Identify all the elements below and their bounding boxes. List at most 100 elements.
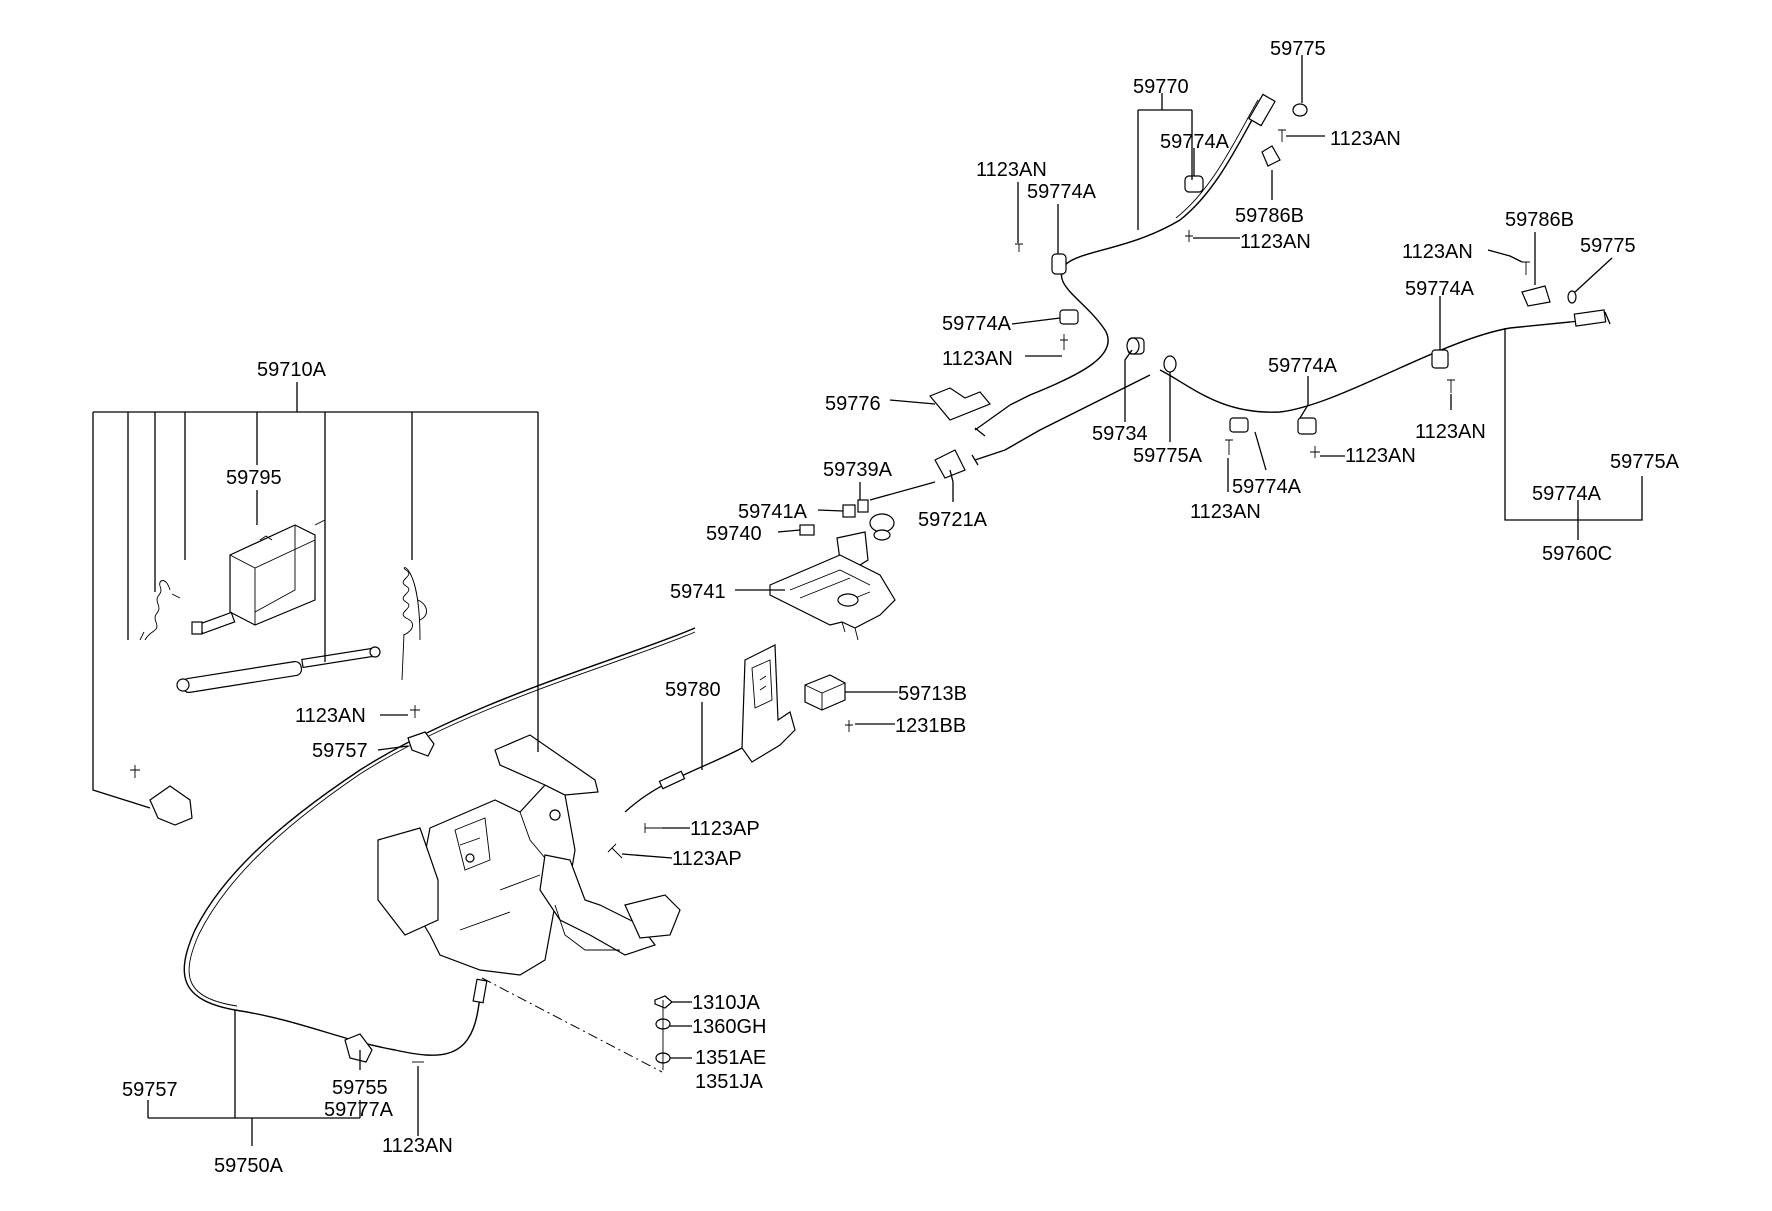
label-59770: 59770 <box>1133 76 1189 98</box>
base-plate-59741 <box>769 554 896 629</box>
label-59780: 59780 <box>665 679 721 701</box>
lever-cable <box>183 627 696 1056</box>
label-1231BB: 1231BB <box>895 715 966 737</box>
label-1351JA: 1351JA <box>695 1071 763 1093</box>
label-59710A: 59710A <box>257 359 327 381</box>
label-59741A: 59741A <box>738 501 808 523</box>
label-59734: 59734 <box>1092 423 1148 445</box>
label-1123AN-center-right: 1123AN <box>1345 445 1416 467</box>
clamp-1 <box>1184 175 1204 193</box>
front-cable-inner <box>1175 99 1259 219</box>
center-cable-rod <box>971 449 1006 466</box>
label-1310JA: 1310JA <box>692 992 760 1014</box>
label-1123AN-left: 1123AN <box>295 705 366 727</box>
label-59775A-center: 59775A <box>1133 445 1203 467</box>
rear-cable <box>1159 321 1571 413</box>
spring-right <box>402 567 421 641</box>
rod-59780 <box>624 747 743 813</box>
clamp-6 <box>1297 417 1317 435</box>
label-59776: 59776 <box>825 393 881 415</box>
label-1123AN-left-top: 1123AN <box>976 159 1047 181</box>
label-59774A-left-top: 59774A <box>1027 181 1097 203</box>
pedal-side-plate <box>377 827 439 936</box>
front-adjuster <box>1248 93 1276 127</box>
label-59775A-right: 59775A <box>1610 451 1680 473</box>
label-59760C: 59760C <box>1542 543 1612 565</box>
clamp-7 <box>1431 349 1449 369</box>
washer-top <box>1292 103 1308 117</box>
label-59739A: 59739A <box>823 459 893 481</box>
pedal-top-bracket <box>494 734 599 796</box>
clamp-5 <box>1229 417 1249 433</box>
hardware-stack <box>654 995 673 1070</box>
label-59774A-left-mid: 59774A <box>942 313 1012 335</box>
label-1123AN-middle: 1123AN <box>1240 231 1311 253</box>
spring-left <box>144 580 171 641</box>
label-59775-right: 59775 <box>1580 235 1636 257</box>
label-59777A: 59777A <box>324 1099 394 1121</box>
label-59713B: 59713B <box>898 683 967 705</box>
lever-cable-inner <box>188 631 696 1007</box>
grommet <box>869 513 895 533</box>
rod-59739A <box>869 481 936 501</box>
module-59795 <box>229 524 316 626</box>
label-1123AP-b: 1123AP <box>672 848 742 870</box>
bolt-1123AP-a <box>644 823 662 833</box>
gas-strut-rod <box>301 647 373 669</box>
front-cable-rod <box>974 404 1011 437</box>
bracket-59721A <box>934 449 966 479</box>
label-1123AN-bottom-center: 1123AN <box>1190 501 1261 523</box>
label-59774A-far-right: 59774A <box>1532 483 1602 505</box>
label-59740: 59740 <box>706 523 762 545</box>
gas-strut-body <box>181 660 303 694</box>
label-59750A: 59750A <box>214 1155 284 1177</box>
label-1123AN-bottom: 1123AN <box>382 1135 453 1157</box>
label-59774A-top: 59774A <box>1160 131 1230 153</box>
washer-right <box>1567 290 1577 304</box>
label-59774A-bottom-center: 59774A <box>1232 476 1302 498</box>
label-59755: 59755 <box>332 1077 388 1099</box>
rear-adjuster <box>1573 309 1607 327</box>
pedal-pad <box>624 894 681 939</box>
clip-right <box>1521 285 1551 307</box>
label-1123AN-far-right: 1123AN <box>1415 421 1486 443</box>
leader-lines <box>92 55 1643 1146</box>
label-59795: 59795 <box>226 467 282 489</box>
label-1123AN-left-mid: 1123AN <box>942 348 1013 370</box>
label-1123AN-top-right: 1123AN <box>1330 128 1401 150</box>
center-cable <box>1004 374 1151 451</box>
label-59774A-center: 59774A <box>1268 355 1338 377</box>
label-59741: 59741 <box>670 581 726 603</box>
clip-top <box>1261 145 1281 167</box>
part-labels: 59775 59770 59774A 1123AN 1123AN 59774A … <box>122 38 1680 1177</box>
bracket-bottom-left <box>149 785 193 826</box>
label-59757-bottom: 59757 <box>122 1079 178 1101</box>
pedal-arm <box>539 854 656 956</box>
label-59786B-right: 59786B <box>1505 209 1574 231</box>
fitting-59734 <box>1126 337 1140 355</box>
switch-59713B <box>804 674 846 711</box>
bolt-group <box>1015 129 1530 458</box>
label-1360GH: 1360GH <box>692 1016 767 1038</box>
label-59721A: 59721A <box>918 509 988 531</box>
bracket-59776 <box>929 387 991 421</box>
bolt-1123AP-b <box>607 843 623 859</box>
part-59741A <box>842 504 856 518</box>
label-59775-top: 59775 <box>1270 38 1326 60</box>
clip-59755 <box>344 1033 373 1063</box>
clamp-2 <box>1051 253 1067 275</box>
label-1351AE: 1351AE <box>695 1047 766 1069</box>
part-shapes <box>130 93 1607 1073</box>
clamp-3 <box>1059 309 1079 325</box>
clip-59757-top <box>407 731 435 757</box>
switch-bracket-59780 <box>741 644 796 763</box>
center-line <box>481 977 663 1073</box>
part-59741A-b <box>857 499 869 513</box>
label-1123AN-right: 1123AN <box>1402 241 1473 263</box>
label-59774A-right: 59774A <box>1405 278 1475 300</box>
fitting-59775A <box>1163 355 1177 373</box>
grommet-b <box>873 529 891 541</box>
label-1123AP-a: 1123AP <box>690 818 760 840</box>
label-59786B-top: 59786B <box>1235 205 1304 227</box>
